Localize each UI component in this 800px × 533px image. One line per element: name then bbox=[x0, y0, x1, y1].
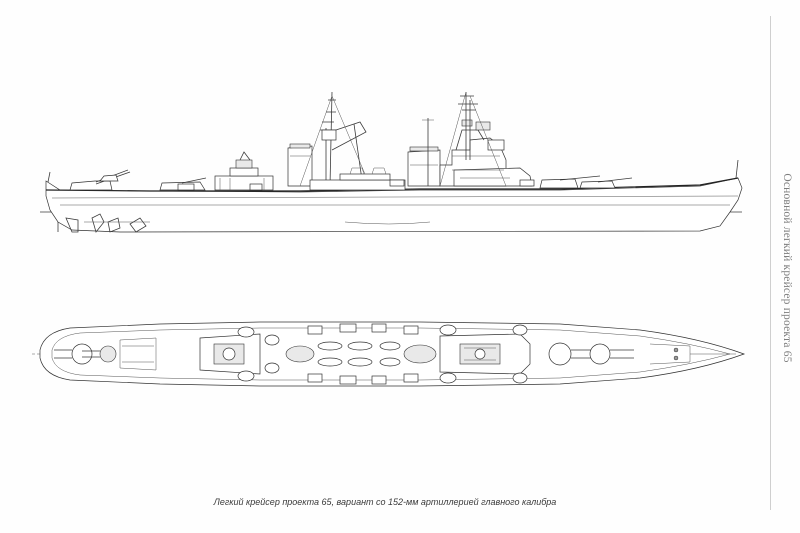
side-profile-view bbox=[40, 91, 743, 233]
running-header: Основной легкий крейсер проекта 65 bbox=[781, 173, 793, 363]
ship-boats-plan bbox=[317, 341, 401, 367]
aft-funnel bbox=[287, 143, 313, 187]
aft-turret-side bbox=[69, 169, 131, 191]
forward-turrets-side bbox=[539, 175, 633, 189]
propellers-rudder bbox=[65, 213, 150, 233]
aft-funnel-plan bbox=[285, 345, 315, 363]
secondary-mounts-side bbox=[177, 179, 535, 191]
mainmast-side bbox=[299, 91, 371, 187]
forward-funnel-plan bbox=[403, 344, 437, 364]
forward-secondary-turrets-plan bbox=[439, 324, 528, 384]
forward-turrets-plan bbox=[548, 342, 634, 366]
aft-secondary-turrets-plan bbox=[237, 326, 280, 382]
foremast-side bbox=[422, 91, 507, 187]
midship-mounts-plan bbox=[307, 323, 419, 385]
hull-plan bbox=[39, 321, 746, 387]
plan-view bbox=[32, 321, 746, 387]
forward-tower-side bbox=[439, 119, 533, 187]
forward-funnel bbox=[407, 146, 441, 187]
aft-turret-plan bbox=[54, 343, 117, 365]
figure-caption: Легкий крейсер проекта 65, вариант со 15… bbox=[213, 497, 557, 507]
page-gutter-line bbox=[770, 16, 771, 510]
